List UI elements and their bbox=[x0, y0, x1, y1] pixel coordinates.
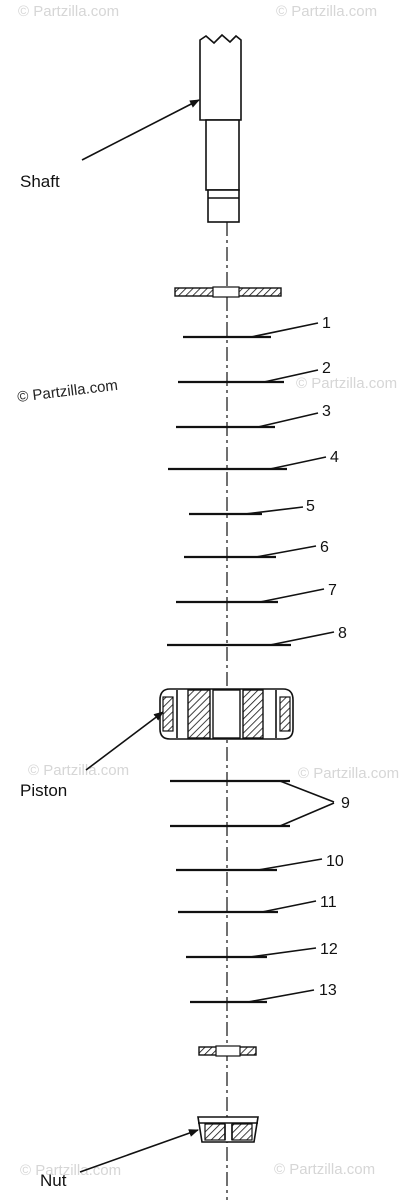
watermark-bottom-right: © Partzilla.com bbox=[274, 1161, 375, 1178]
leader-3 bbox=[257, 412, 319, 428]
watermark-mid-right-2: © Partzilla.com bbox=[298, 765, 399, 782]
piston-label: Piston bbox=[20, 781, 67, 800]
shim-stack-upper: 1 2 3 4 5 6 7 8 bbox=[167, 315, 347, 647]
leader-4 bbox=[269, 456, 327, 470]
piston-part bbox=[159, 688, 294, 740]
watermark-main: © Partzilla.com bbox=[16, 377, 118, 406]
leader-10 bbox=[257, 858, 323, 871]
piston-leader-arrow bbox=[85, 711, 164, 771]
leader-11 bbox=[261, 900, 317, 913]
shim-stack-lower: 10 11 12 13 bbox=[176, 853, 344, 1004]
leader-5 bbox=[244, 506, 304, 515]
callout-13: 13 bbox=[319, 982, 337, 999]
watermarks-faint: © Partzilla.com © Partzilla.com © Partzi… bbox=[18, 3, 399, 1179]
bottom-washer bbox=[198, 1045, 257, 1057]
watermark-bottom-left: © Partzilla.com bbox=[20, 1162, 121, 1179]
leader-9a bbox=[279, 780, 335, 803]
shim-pair-9: 9 bbox=[170, 779, 350, 828]
leader-6 bbox=[255, 545, 317, 558]
callout-2: 2 bbox=[322, 360, 331, 377]
callout-4: 4 bbox=[330, 449, 339, 466]
callout-5: 5 bbox=[306, 498, 315, 515]
callout-11: 11 bbox=[320, 894, 337, 911]
nut-leader-arrow bbox=[79, 1129, 199, 1173]
nut-label: Nut bbox=[40, 1171, 67, 1190]
leader-2 bbox=[263, 369, 319, 383]
callout-8: 8 bbox=[338, 625, 347, 642]
leader-9b bbox=[279, 802, 335, 827]
leader-8 bbox=[269, 631, 335, 646]
watermark-mid-right-1: © Partzilla.com bbox=[296, 375, 397, 392]
leader-12 bbox=[249, 947, 317, 958]
callout-6: 6 bbox=[320, 539, 329, 556]
shaft-label: Shaft bbox=[20, 172, 60, 191]
leader-7 bbox=[259, 588, 325, 603]
callout-7: 7 bbox=[328, 582, 337, 599]
callout-10: 10 bbox=[326, 853, 344, 870]
shaft-leader-arrow bbox=[81, 99, 200, 161]
watermark-mid-left: © Partzilla.com bbox=[28, 762, 129, 779]
shaft-part bbox=[199, 33, 242, 223]
watermark-top-left: © Partzilla.com bbox=[18, 3, 119, 20]
callout-12: 12 bbox=[320, 941, 338, 958]
top-washer bbox=[174, 286, 282, 298]
nut-part bbox=[197, 1116, 259, 1143]
leader-1 bbox=[250, 322, 319, 338]
callout-3: 3 bbox=[322, 403, 331, 420]
watermark-top-right: © Partzilla.com bbox=[276, 3, 377, 20]
callout-1: 1 bbox=[322, 315, 331, 332]
callout-9: 9 bbox=[341, 795, 350, 812]
leader-13 bbox=[247, 989, 315, 1003]
